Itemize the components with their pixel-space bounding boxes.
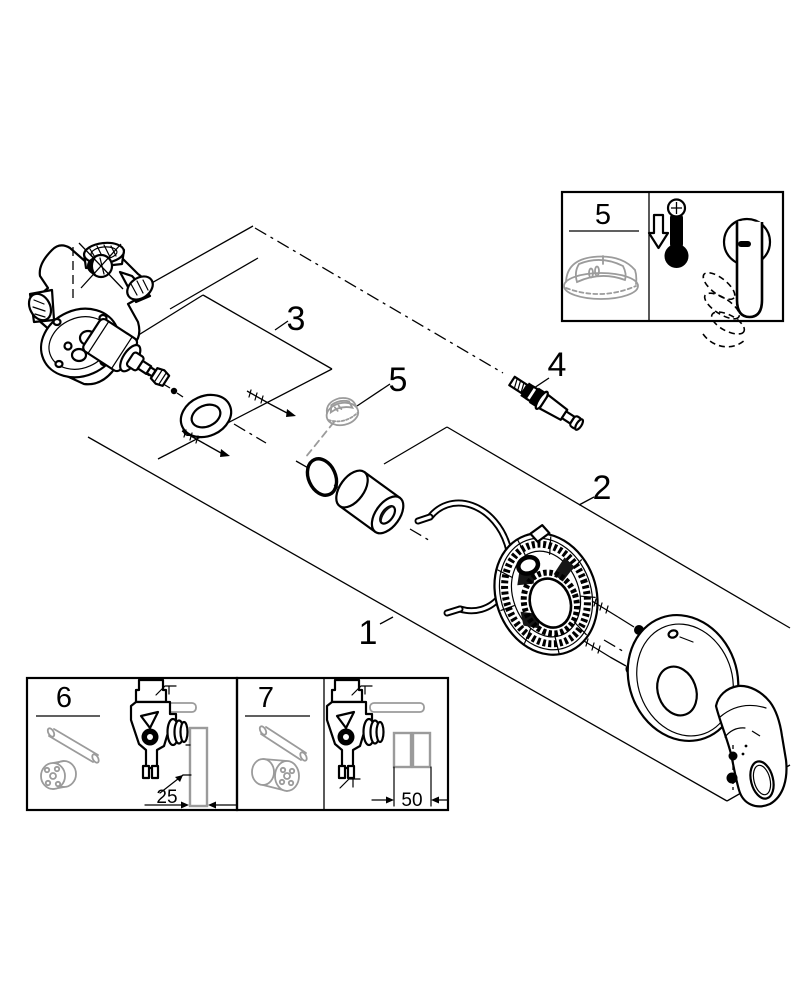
- valve-in-wall: [325, 678, 432, 789]
- spindle-axis-line: [254, 227, 504, 374]
- cartridge-screw: [170, 387, 184, 398]
- wall-section: [188, 726, 209, 808]
- cartridge-nut: [149, 367, 171, 387]
- callout-5: 5: [356, 361, 408, 407]
- mounting-flange: [179, 393, 233, 439]
- svg-text:25: 25: [156, 787, 177, 808]
- callout-2: 2: [578, 469, 612, 507]
- hand-outline-icon: [702, 271, 747, 348]
- sleeve: [335, 469, 405, 535]
- inset-depth-50-box: 7: [235, 676, 450, 812]
- set-screw: [726, 745, 738, 790]
- svg-text:3: 3: [287, 300, 306, 338]
- cap-icon: [563, 255, 639, 300]
- valve-body: [27, 241, 154, 386]
- retaining-clip: [414, 499, 514, 617]
- inset-temperature-box: 5: [560, 190, 785, 348]
- cap-leader-line: [304, 421, 335, 459]
- svg-text:2: 2: [593, 469, 612, 507]
- plate-screw: [591, 598, 644, 635]
- valve-in-wall: [129, 678, 209, 808]
- mounting-screw: [181, 429, 230, 457]
- svg-text:1: 1: [359, 614, 378, 652]
- cartridge: [82, 317, 157, 378]
- thermometer-icon: [664, 198, 689, 268]
- dimension-25: 25: [144, 774, 237, 809]
- inset-depth-25-box: 6: [25, 676, 239, 812]
- handle-front-icon: [722, 217, 772, 319]
- wall-section: [411, 731, 432, 769]
- svg-text:50: 50: [401, 790, 422, 811]
- callout-3: 3: [274, 300, 306, 338]
- callout-1: 1: [359, 614, 394, 652]
- plane-lines: [87, 225, 791, 802]
- svg-text:4: 4: [548, 346, 567, 384]
- dimension-50: 50: [371, 766, 448, 811]
- down-arrow-icon: [647, 213, 670, 250]
- mounting-screw: [246, 389, 296, 417]
- o-ring: [305, 457, 339, 497]
- svg-text:5: 5: [389, 361, 408, 399]
- base-plate: [493, 524, 599, 656]
- callout-4: 4: [533, 346, 567, 389]
- extension-spindle: [508, 375, 585, 431]
- extension-rod: [258, 725, 308, 762]
- cap-phantom: [325, 397, 360, 427]
- extension-cylinder: [251, 758, 300, 792]
- inset-7-label: 7: [258, 682, 274, 714]
- plug-crossed-icon: [72, 242, 124, 302]
- inset-5-label: 5: [595, 199, 611, 231]
- lever-handle: [714, 684, 788, 808]
- extension-rod: [46, 727, 100, 764]
- escutcheon: [626, 613, 740, 743]
- extension-disc: [40, 760, 77, 790]
- wall-section: [392, 731, 413, 769]
- inset-6-label: 6: [56, 682, 72, 714]
